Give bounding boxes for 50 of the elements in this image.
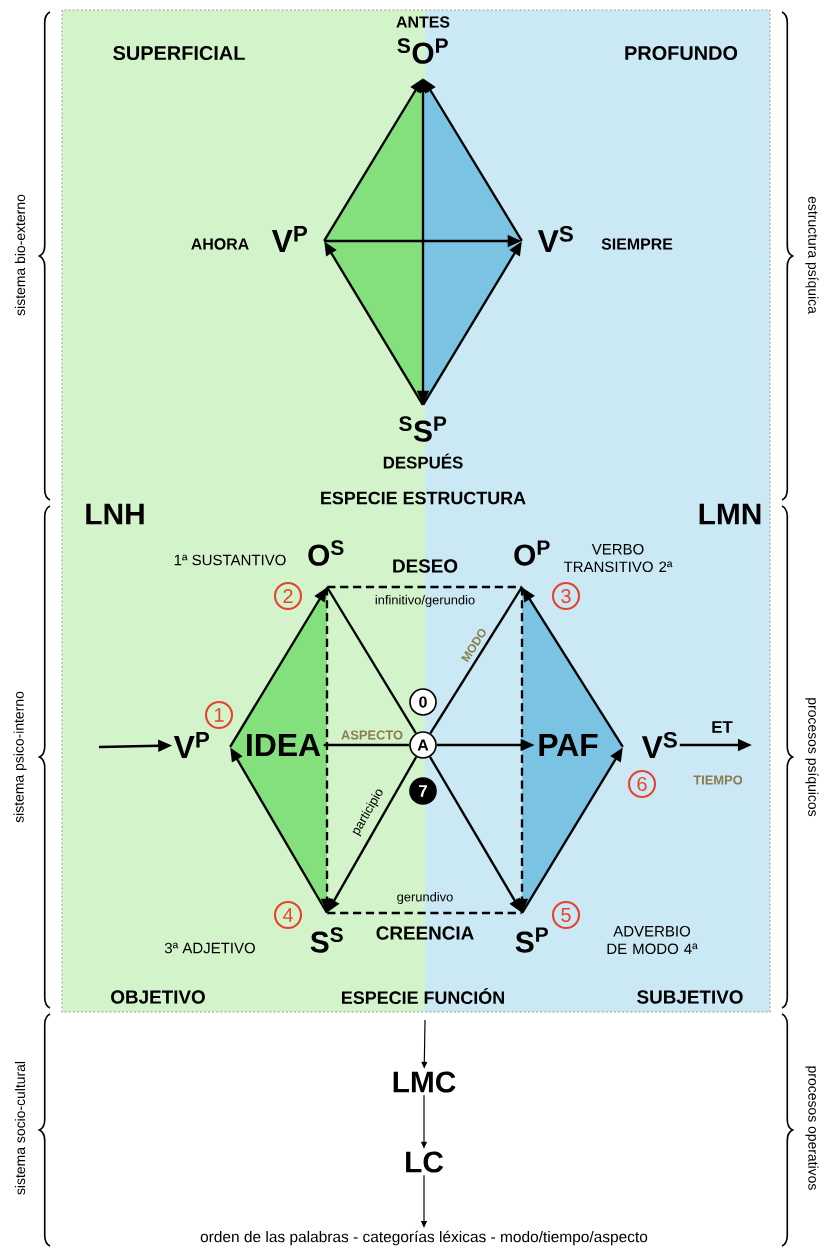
callout-number: 1 (204, 700, 234, 730)
edge-label: ASPECTO (341, 730, 403, 740)
heading-label: SUBJETIVO (637, 990, 743, 1004)
edge-label: ET (712, 721, 733, 733)
brace-label: sistema socio-cultural (14, 1061, 26, 1195)
heading-label: OBJETIVO (111, 990, 205, 1004)
side-label: SIEMPRE (601, 238, 673, 250)
point-label: $^{S}$S$^{P}$ (399, 416, 447, 442)
heading-label: SUPERFICIAL (113, 45, 245, 61)
brace-label: sistema bio-externo (14, 194, 26, 316)
brace-label: sistema psico-interno (13, 691, 27, 823)
word-label: ADVERBIO DE MODO 4ª (607, 925, 698, 955)
heading-label: ESPECIE FUNCIÓN (342, 987, 504, 1005)
callout-number: 3 (551, 581, 581, 611)
heading-label: ESPECIE ESTRUCTURA (321, 491, 526, 505)
side-label: ANTES (396, 16, 450, 28)
side-label: 1ª SUSTANTIVO (174, 554, 286, 566)
callout-number: 6 (627, 769, 657, 799)
brace-label: procesos psíquicos (805, 698, 819, 817)
point-label: $^{S}$O$^{P}$ (397, 38, 448, 64)
text-label: IDEA (247, 734, 321, 756)
callout-number: 2 (273, 581, 303, 611)
heading-label: DESEO (393, 559, 458, 573)
side-label: DESPUÉS (383, 453, 463, 469)
point-label: S$^{S}$ (310, 927, 343, 953)
side-label: AHORA (191, 238, 249, 250)
heading-label: PROFUNDO (625, 45, 738, 61)
heading-label: LMN (699, 503, 761, 525)
point-label: V$^{S}$ (641, 731, 677, 759)
point-label: O$^{S}$ (308, 540, 344, 566)
side-label: VERBO TRANSITIVO 2ª (563, 543, 673, 573)
brace-label: procesos operativos (805, 1066, 819, 1190)
heading-label: CREENCIA (376, 926, 474, 940)
text-label: LC (406, 1151, 444, 1173)
edge-label: gerundivo (397, 892, 453, 904)
text-label: LMC (393, 1071, 456, 1093)
callout-number: 4 (273, 900, 303, 930)
heading-label: TIEMPO (693, 775, 743, 785)
text-label: PAF (539, 734, 598, 756)
point-label: V$^{S}$ (537, 225, 573, 253)
callout-number: 5 (551, 900, 581, 930)
point-label: S$^{P}$ (515, 927, 548, 953)
heading-label: LNH (86, 503, 144, 525)
edge-label: infinitivo/gerundio (375, 595, 475, 607)
point-label: V$^{P}$ (173, 732, 209, 758)
text-label: orden de las palabras - categorías léxicas - modo/tiempo/aspecto (200, 1230, 648, 1246)
point-label: O$^{P}$ (514, 540, 550, 566)
point-label: V$^{P}$ (271, 226, 307, 252)
word-label: 3ª ADJETIVO (164, 942, 255, 954)
brace-label: estructura psíquica (805, 196, 819, 314)
